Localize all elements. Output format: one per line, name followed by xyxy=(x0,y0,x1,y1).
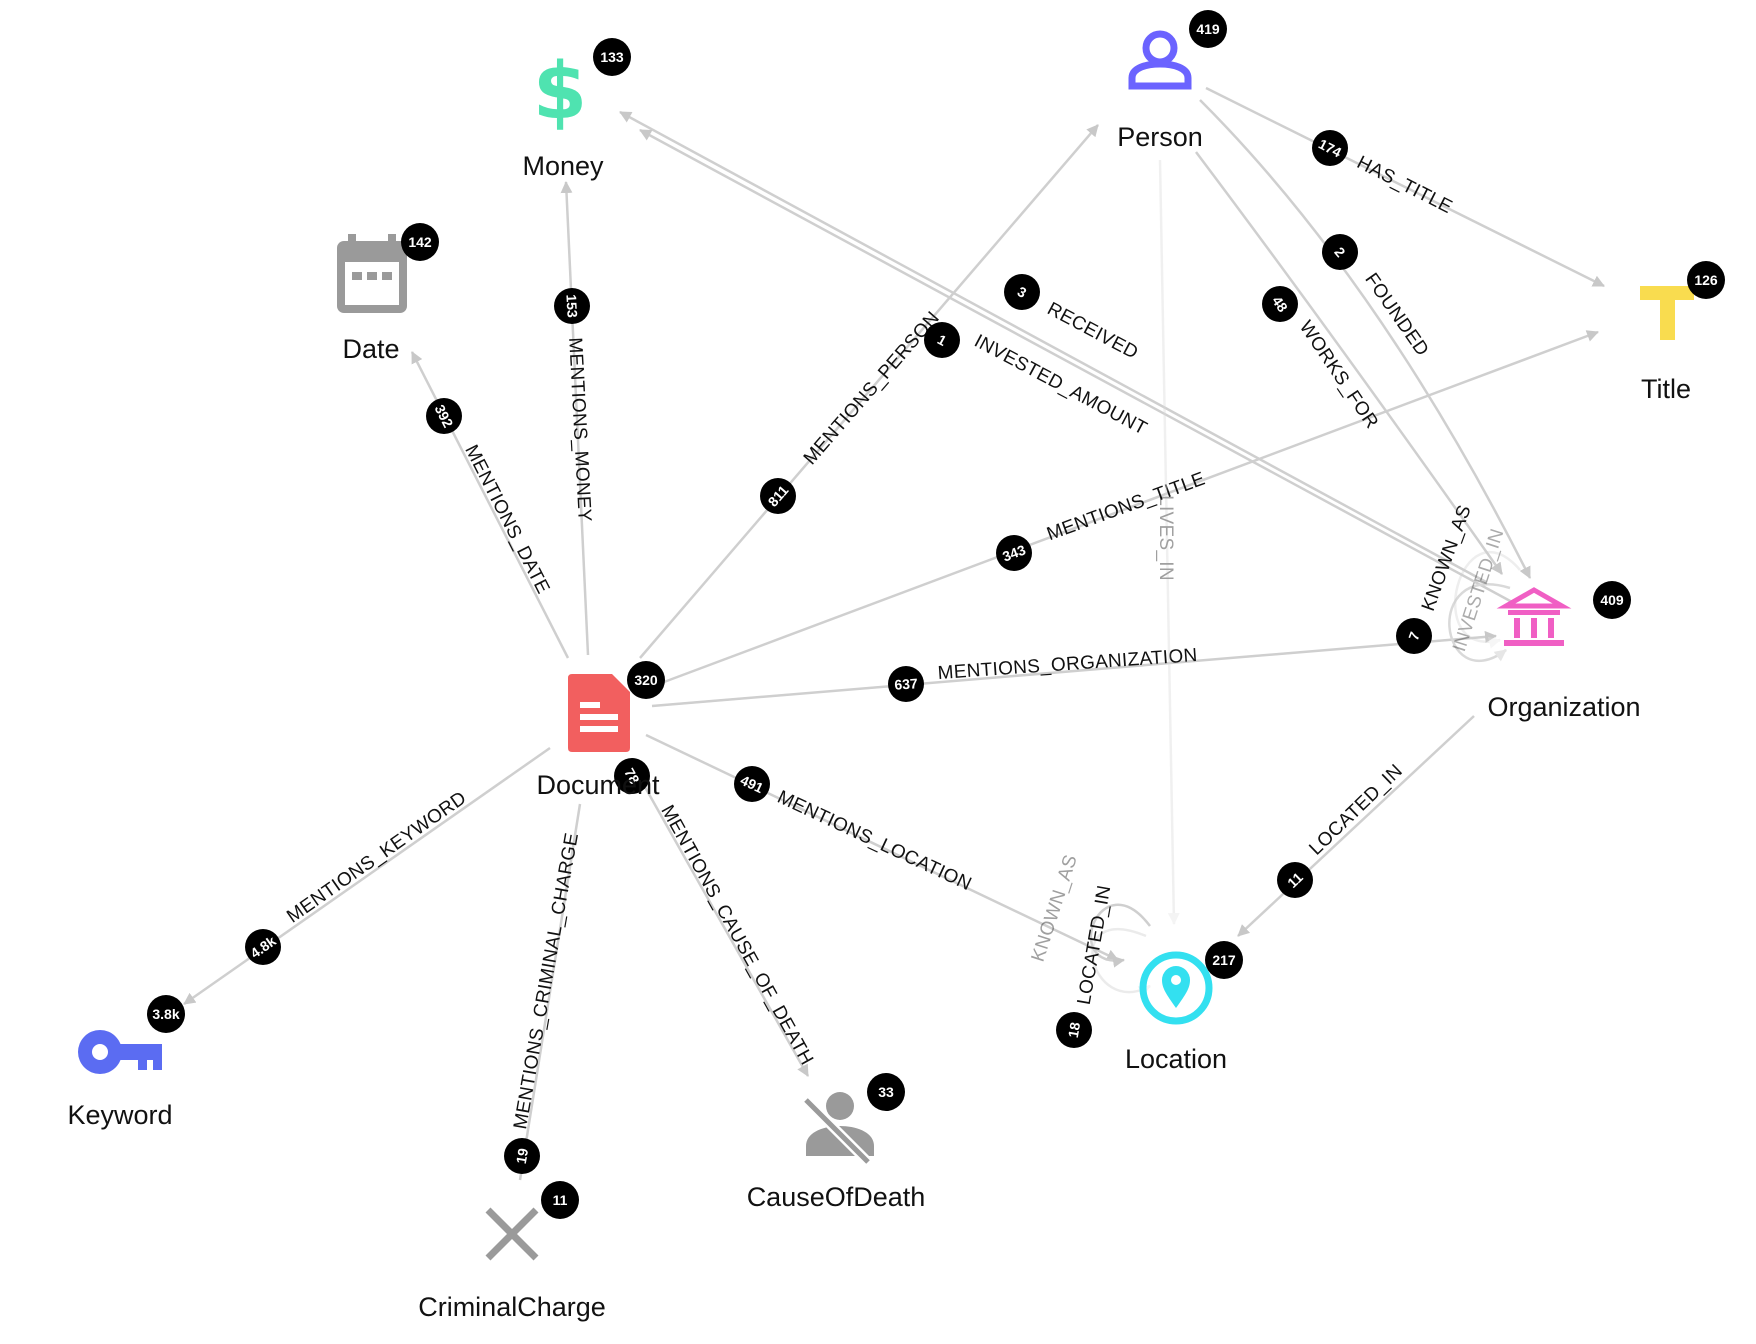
nodes-layer: $ 133 Money 419 Person 142 xyxy=(67,10,1725,1322)
node-label: CauseOfDeath xyxy=(747,1182,926,1212)
node-keyword[interactable]: 3.8k Keyword xyxy=(67,995,185,1130)
edge-label: WORKS_FOR xyxy=(1295,317,1382,433)
node-document[interactable]: 320 Document xyxy=(536,661,665,800)
edge-loc-located-in[interactable]: 18 LOCATED_IN xyxy=(1056,884,1151,1048)
node-label: Location xyxy=(1125,1044,1227,1074)
edge-count-badge: 343 xyxy=(1000,541,1028,564)
edge-mentions-money[interactable]: 153 MENTIONS_MONEY xyxy=(554,181,595,656)
edge-mentions-criminal-charge[interactable]: 19 MENTIONS_CRIMINAL_CHARGE xyxy=(504,803,583,1181)
person-off-icon xyxy=(802,1092,874,1166)
node-label: Organization xyxy=(1487,692,1640,722)
title-icon xyxy=(1640,286,1694,340)
edge-mentions-keyword[interactable]: 4.8k MENTIONS_KEYWORD xyxy=(183,746,551,1006)
node-organization[interactable]: 409 Organization xyxy=(1487,581,1641,722)
edge-label: MENTIONS_TITLE xyxy=(1044,468,1208,545)
node-label: Date xyxy=(342,334,399,364)
edge-mentions-organization[interactable]: 637 MENTIONS_ORGANIZATION xyxy=(651,630,1497,708)
location-pin-icon xyxy=(1139,951,1213,1025)
node-date[interactable]: 142 Date xyxy=(337,223,439,364)
svg-text:33: 33 xyxy=(878,1084,894,1100)
edge-has-title[interactable]: 174 HAS_TITLE xyxy=(1205,86,1605,288)
svg-text:217: 217 xyxy=(1212,952,1236,968)
edge-label: MENTIONS_KEYWORD xyxy=(283,788,470,928)
node-label: Person xyxy=(1117,122,1203,152)
edge-label: LOCATED_IN xyxy=(1305,760,1407,859)
person-icon xyxy=(1128,30,1192,90)
svg-text:3.8k: 3.8k xyxy=(152,1006,179,1022)
svg-text:133: 133 xyxy=(600,49,624,65)
node-count-badge: 142 xyxy=(401,223,439,261)
node-person[interactable]: 419 Person xyxy=(1117,10,1227,152)
edge-label: MENTIONS_MONEY xyxy=(564,337,595,523)
edge-label: MENTIONS_CRIMINAL_CHARGE xyxy=(510,831,583,1131)
svg-text:419: 419 xyxy=(1196,21,1220,37)
node-title[interactable]: 126 Title xyxy=(1640,261,1725,404)
node-count-badge: 3.8k xyxy=(147,995,185,1033)
node-count-badge: 126 xyxy=(1687,261,1725,299)
svg-text:126: 126 xyxy=(1694,272,1718,288)
calendar-icon xyxy=(337,234,407,313)
edge-label: KNOWN_AS xyxy=(1028,852,1082,964)
edge-label: HAS_TITLE xyxy=(1353,152,1455,218)
node-count-badge: 11 xyxy=(541,1181,579,1219)
edge-org-located-in[interactable]: 11 LOCATED_IN xyxy=(1237,715,1475,937)
edge-count-badge: 48 xyxy=(1269,293,1291,315)
edge-count-badge: 637 xyxy=(894,675,919,693)
edge-received[interactable]: 3 RECEIVED xyxy=(619,110,1487,584)
edge-count-badge: 19 xyxy=(513,1147,531,1165)
edge-label: MENTIONS_ORGANIZATION xyxy=(937,645,1198,684)
edge-count-badge: 153 xyxy=(563,294,580,318)
node-cause-of-death[interactable]: 33 CauseOfDeath xyxy=(747,1073,926,1212)
edge-label: MENTIONS_PERSON xyxy=(800,308,944,469)
node-label: Title xyxy=(1641,374,1691,404)
dollar-icon: $ xyxy=(533,47,587,137)
edge-label: MENTIONS_LOCATION xyxy=(774,787,975,895)
node-location[interactable]: 217 Location xyxy=(1125,941,1243,1074)
edge-count-badge: 78 xyxy=(621,765,643,787)
svg-text:11: 11 xyxy=(553,1192,568,1208)
node-label: Document xyxy=(536,770,660,800)
edge-count-badge: 18 xyxy=(1065,1021,1083,1039)
edge-label: LOCATED_IN xyxy=(1074,884,1116,1007)
cross-icon xyxy=(485,1207,539,1261)
edge-mentions-person[interactable]: 811 MENTIONS_PERSON xyxy=(639,124,1099,659)
edge-label: LIVES_IN xyxy=(1155,495,1176,581)
svg-text:320: 320 xyxy=(634,672,658,688)
node-criminal-charge[interactable]: 11 CriminalCharge xyxy=(418,1181,606,1322)
bank-icon xyxy=(1496,587,1572,646)
node-count-badge: 419 xyxy=(1189,10,1227,48)
edge-label: MENTIONS_DATE xyxy=(460,442,553,598)
node-count-badge: 320 xyxy=(627,661,665,699)
edge-label: MENTIONS_CAUSE_OF_DEATH xyxy=(656,802,817,1069)
node-count-badge: 33 xyxy=(867,1073,905,1111)
edge-mentions-date[interactable]: 392 MENTIONS_DATE xyxy=(410,351,570,659)
edge-label: RECEIVED xyxy=(1044,299,1142,364)
document-icon xyxy=(568,674,630,752)
node-money[interactable]: $ 133 Money xyxy=(522,38,631,181)
key-icon xyxy=(78,1030,162,1074)
edge-lives-in[interactable]: LIVES_IN xyxy=(1155,159,1180,925)
node-count-badge: 133 xyxy=(593,38,631,76)
node-label: Keyword xyxy=(67,1100,172,1130)
svg-text:142: 142 xyxy=(408,234,432,250)
node-count-badge: 409 xyxy=(1593,581,1631,619)
svg-text:409: 409 xyxy=(1600,592,1624,608)
node-count-badge: 217 xyxy=(1205,941,1243,979)
node-label: CriminalCharge xyxy=(418,1292,606,1322)
node-label: Money xyxy=(522,151,604,181)
